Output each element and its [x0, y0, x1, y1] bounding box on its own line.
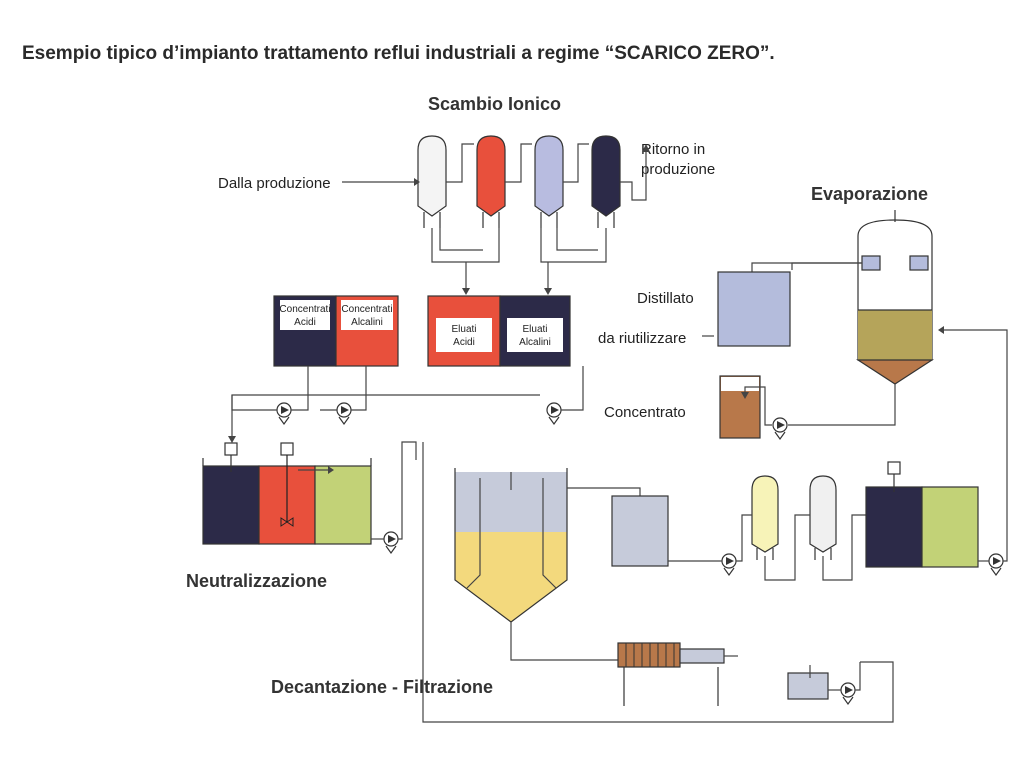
- settling-tank: [422, 442, 894, 723]
- diagram-title: Esempio tipico d’impianto trattamento re…: [22, 43, 775, 64]
- column-3: [534, 135, 564, 228]
- column-4: [591, 135, 621, 228]
- tank-acid-concentrates-label-1: Concentrati: [279, 304, 330, 315]
- pump-icon: [546, 402, 562, 426]
- tank-acid-eluates-label-2: Acidi: [453, 337, 475, 348]
- final-tanks: [865, 326, 1008, 568]
- column-1: [417, 135, 447, 228]
- evaporator: [748, 210, 935, 426]
- mixer-motor-icon: [224, 442, 238, 456]
- ion-exchange-piping: [342, 143, 650, 295]
- clarified-water-tank: [611, 495, 722, 567]
- distillate-tank: [702, 271, 791, 347]
- label-to-reuse: da riutilizzare: [598, 330, 686, 347]
- section-settling-filtration: Decantazione - Filtrazione: [271, 677, 493, 697]
- section-neutralization: Neutralizzazione: [186, 571, 327, 591]
- tank-alkaline-eluates-label-2: Alcalini: [519, 337, 551, 348]
- label-return-line1: Ritorno in: [641, 141, 705, 158]
- filtrate-tank: [787, 662, 861, 700]
- eluate-tanks: Eluati Acidi Eluati Alcalini: [427, 295, 571, 367]
- label-from-production: Dalla produzione: [218, 175, 331, 192]
- concentrate-piping: [228, 366, 584, 443]
- concentrate-tank: [719, 375, 772, 439]
- section-evaporation: Evaporazione: [811, 184, 928, 204]
- pump-icon: [988, 553, 1004, 577]
- tank-alkaline-eluates-label-1: Eluati: [522, 324, 547, 335]
- pump-icon: [383, 531, 399, 555]
- pump-icon: [772, 417, 788, 441]
- pump-icon: [336, 402, 352, 426]
- tank-acid-concentrates-label-2: Acidi: [294, 317, 316, 328]
- filter-columns: [736, 475, 866, 581]
- filter-press: [617, 642, 738, 706]
- tank-alkaline-concentrates-label-1: Concentrati: [341, 304, 392, 315]
- pump-icon: [840, 682, 856, 706]
- neutralization-tanks: [202, 441, 417, 545]
- tank-acid-eluates-label-1: Eluati: [451, 324, 476, 335]
- concentrate-tanks: Concentrati Acidi Concentrati Alcalini: [273, 295, 399, 367]
- mixer-motor-icon: [887, 461, 901, 475]
- column-2: [476, 135, 506, 228]
- ion-exchange-columns: [417, 135, 621, 228]
- tank-alkaline-concentrates-label-2: Alcalini: [351, 317, 383, 328]
- mixer-motor-icon: [280, 442, 294, 456]
- pump-icon: [276, 402, 292, 426]
- label-distillate: Distillato: [637, 290, 694, 307]
- label-return-line2: produzione: [641, 161, 715, 178]
- section-ion-exchange: Scambio Ionico: [428, 94, 561, 114]
- pump-icon: [721, 553, 737, 577]
- label-concentrate: Concentrato: [604, 404, 686, 421]
